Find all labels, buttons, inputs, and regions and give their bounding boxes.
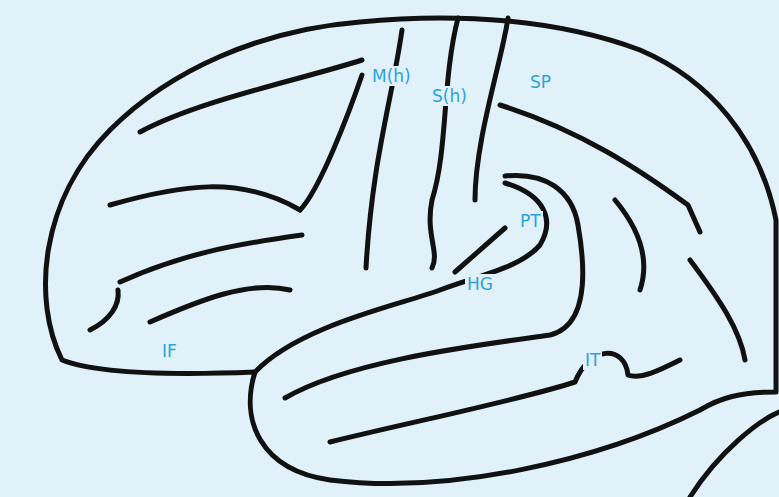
region-label: IF — [160, 341, 179, 361]
region-label: S(h) — [430, 86, 469, 106]
region-label: SP — [528, 72, 553, 92]
region-label: M(h) — [370, 66, 413, 86]
region-label: HG — [465, 274, 495, 294]
region-label: IT — [583, 350, 602, 370]
region-label: PT — [518, 211, 543, 231]
